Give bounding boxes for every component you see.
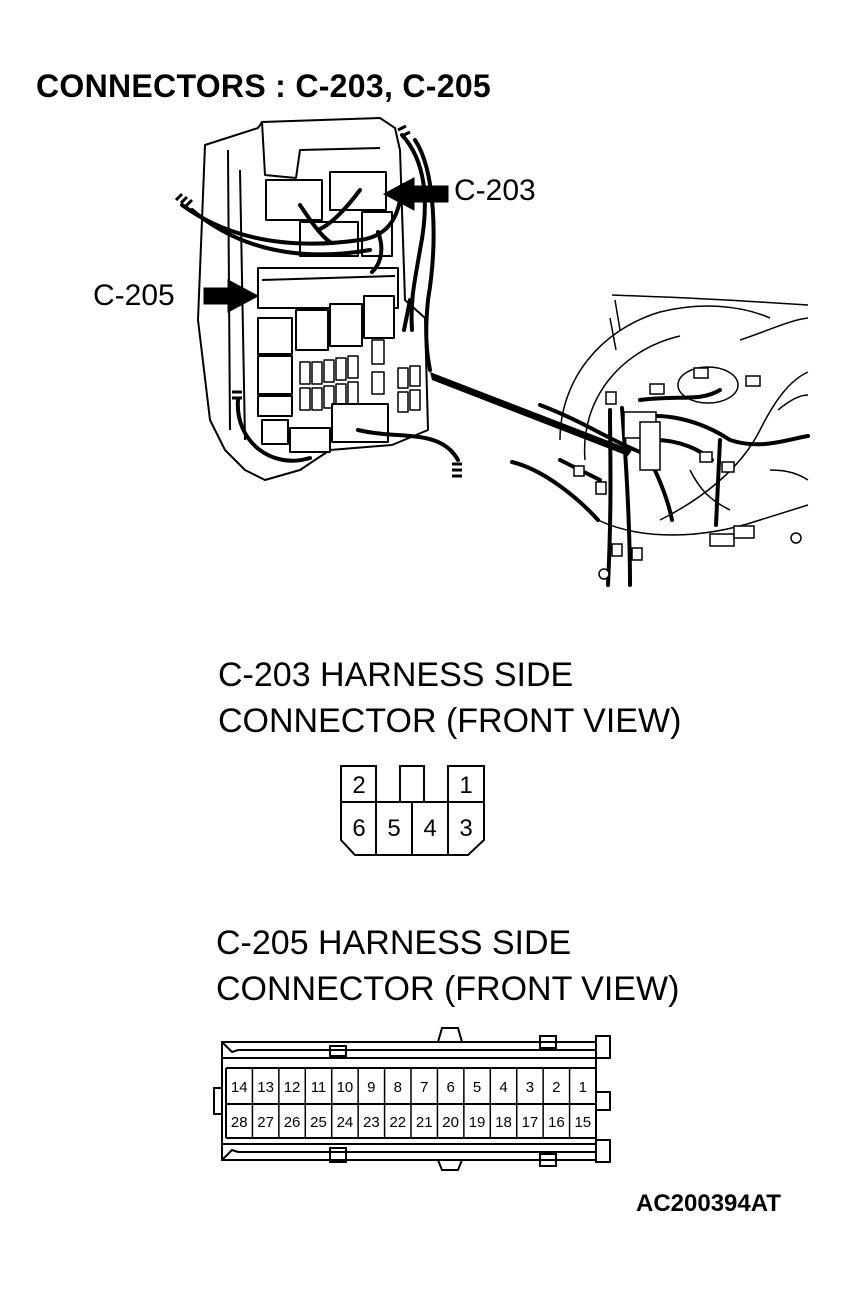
c205-heading-line2: CONNECTOR (FRONT VIEW) <box>216 970 680 1008</box>
diagram-title: CONNECTORS : C-203, C-205 <box>36 68 492 104</box>
callout-c203: C-203 <box>454 174 536 207</box>
callout-c205: C-205 <box>93 279 175 312</box>
c203-heading-line2: CONNECTOR (FRONT VIEW) <box>218 702 682 740</box>
c205-heading-line1: C-205 HARNESS SIDE <box>216 924 572 962</box>
c205-heading: C-205 HARNESS SIDE CONNECTOR (FRONT VIEW… <box>216 920 679 1012</box>
c203-heading: C-203 HARNESS SIDE CONNECTOR (FRONT VIEW… <box>218 652 681 744</box>
reference-code: AC200394AT <box>636 1190 781 1217</box>
c203-heading-line1: C-203 HARNESS SIDE <box>218 656 574 694</box>
